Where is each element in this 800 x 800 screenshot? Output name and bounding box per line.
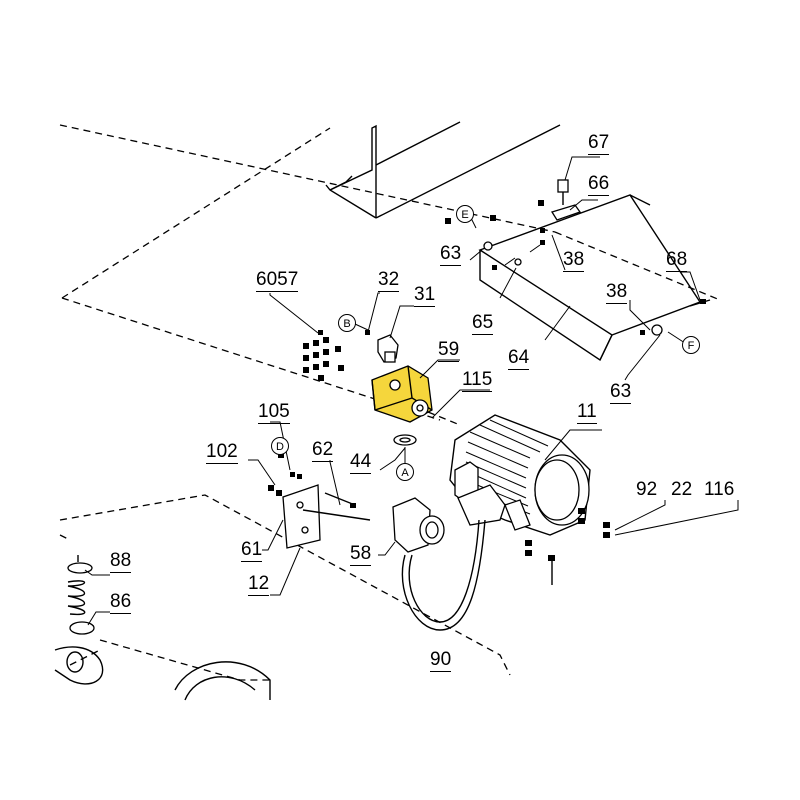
callout-58: 58 bbox=[350, 543, 372, 566]
ref-marker-F: F bbox=[682, 336, 700, 354]
shaft-line bbox=[393, 411, 461, 446]
callout-12: 12 bbox=[248, 573, 270, 596]
guard-plate bbox=[478, 194, 702, 362]
callout-63-top: 63 bbox=[440, 243, 462, 266]
callout-90: 90 bbox=[430, 649, 452, 672]
callout-62: 62 bbox=[312, 439, 334, 462]
mount-plate bbox=[282, 484, 371, 549]
callout-63-right: 63 bbox=[610, 381, 632, 404]
callout-31: 31 bbox=[414, 284, 436, 307]
callout-67: 67 bbox=[588, 132, 610, 155]
ref-marker-D: D bbox=[271, 437, 289, 455]
leader-lines bbox=[84, 156, 739, 626]
callout-44: 44 bbox=[350, 451, 372, 474]
ref-marker-B: B bbox=[338, 314, 356, 332]
callout-88: 88 bbox=[110, 550, 132, 573]
top-fasteners bbox=[445, 179, 711, 335]
callout-115: 115 bbox=[462, 369, 493, 392]
elbow-fitting bbox=[377, 334, 399, 363]
callout-86: 86 bbox=[110, 591, 132, 614]
callout-32: 32 bbox=[378, 269, 400, 292]
ref-marker-A: A bbox=[396, 463, 414, 481]
callout-116: 116 bbox=[704, 479, 735, 500]
callout-65: 65 bbox=[472, 312, 494, 335]
frame-bracket bbox=[325, 121, 561, 219]
partial-parts bbox=[54, 646, 271, 701]
electric-motor bbox=[449, 414, 610, 585]
callout-38-top: 38 bbox=[563, 249, 585, 272]
callout-11: 11 bbox=[577, 401, 597, 424]
valve-and-cable bbox=[392, 497, 486, 631]
callout-68: 68 bbox=[666, 249, 688, 272]
callout-64: 64 bbox=[508, 347, 530, 370]
callout-61: 61 bbox=[241, 539, 263, 562]
callout-66: 66 bbox=[588, 173, 610, 196]
hydraulic-pump-highlighted bbox=[371, 365, 433, 423]
callout-105: 105 bbox=[258, 401, 290, 424]
small-hardware bbox=[268, 330, 370, 496]
callout-59: 59 bbox=[438, 339, 460, 362]
callout-6057: 6057 bbox=[256, 269, 299, 292]
ref-marker-E: E bbox=[456, 205, 474, 223]
callout-102: 102 bbox=[206, 441, 238, 464]
callout-92: 92 bbox=[636, 479, 658, 500]
callout-38-right: 38 bbox=[606, 281, 628, 304]
callout-22: 22 bbox=[671, 479, 693, 500]
